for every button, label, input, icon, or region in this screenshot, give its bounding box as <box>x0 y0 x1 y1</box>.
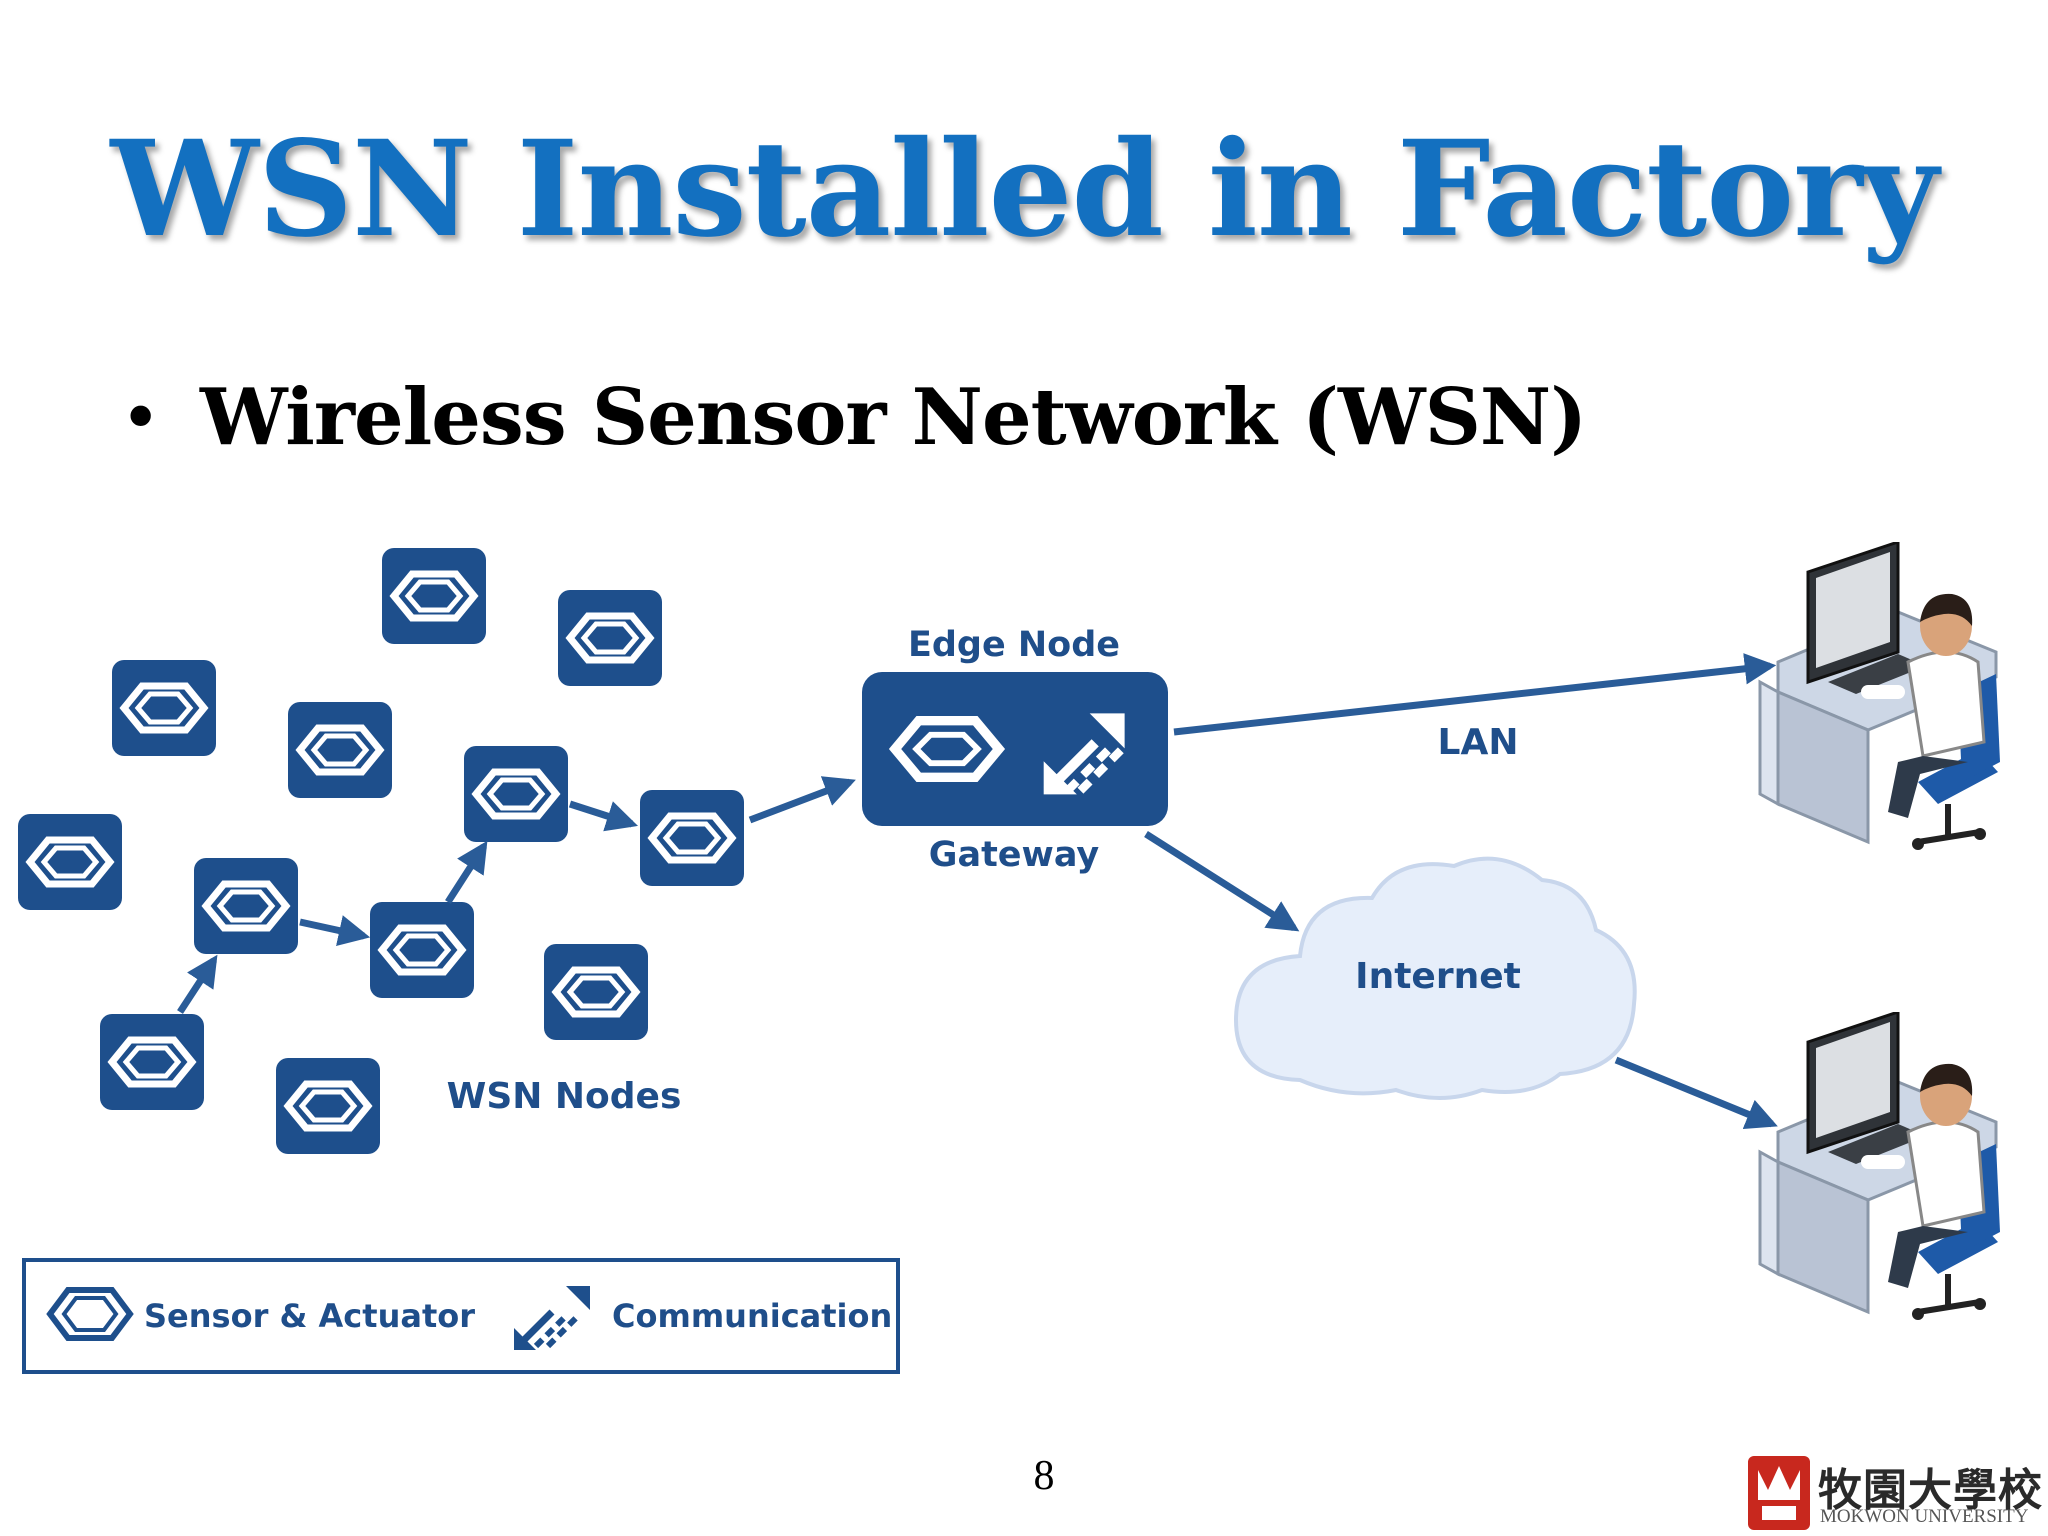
legend-box <box>22 1258 900 1374</box>
page-number: 8 <box>1033 1453 1055 1499</box>
wsn-node <box>18 814 122 910</box>
wsn-node <box>100 1014 204 1110</box>
workstation-lan-icon <box>1760 542 2000 850</box>
internet-arrow <box>1144 831 1300 932</box>
legend-sensor-label: Sensor & Actuator <box>144 1297 475 1335</box>
wsn-node <box>276 1058 380 1154</box>
edge-node-box <box>862 672 1168 826</box>
wsn-node <box>370 902 474 998</box>
internet-cloud <box>1233 856 1637 1100</box>
wsn-nodes-label: WSN Nodes <box>447 1076 682 1117</box>
link-arrow <box>568 800 638 832</box>
link-arrow <box>177 954 218 1014</box>
link-arrow <box>748 776 856 824</box>
wsn-node <box>288 702 392 798</box>
wsn-node <box>112 660 216 756</box>
remote-arrow <box>1614 1056 1778 1130</box>
wsn-node <box>640 790 744 886</box>
gateway-label: Gateway <box>929 835 1100 875</box>
bullet-item: • Wireless Sensor Network (WSN) <box>120 372 1587 463</box>
wsn-node <box>382 548 486 644</box>
legend-communication-icon <box>514 1286 590 1350</box>
workstation-internet-icon <box>1760 1012 2000 1320</box>
university-logo: 牧園大學校 MOKWON UNIVERSITY <box>1748 1452 2042 1532</box>
wsn-node <box>558 590 662 686</box>
logo-english-text: MOKWON UNIVERSITY <box>1820 1506 2029 1527</box>
link-arrow <box>299 915 371 947</box>
internet-label: Internet <box>1355 956 1521 997</box>
slide-title: WSN Installed in Factory <box>110 112 1939 267</box>
legend-communication-label: Communication <box>612 1297 892 1335</box>
bullet-dot: • <box>120 376 162 459</box>
bullet-text: Wireless Sensor Network (WSN) <box>200 372 1587 463</box>
legend-sensor-icon <box>46 1287 134 1341</box>
wsn-node <box>544 944 648 1040</box>
university-emblem-icon <box>1748 1456 1810 1530</box>
edge-node-label: Edge Node <box>908 625 1120 665</box>
wsn-node <box>194 858 298 954</box>
lan-arrow <box>1173 653 1777 736</box>
link-arrow <box>445 840 488 904</box>
lan-label: LAN <box>1438 722 1519 763</box>
wsn-node <box>464 746 568 842</box>
logo-chinese-text: 牧園大學校 <box>1818 1465 2043 1516</box>
